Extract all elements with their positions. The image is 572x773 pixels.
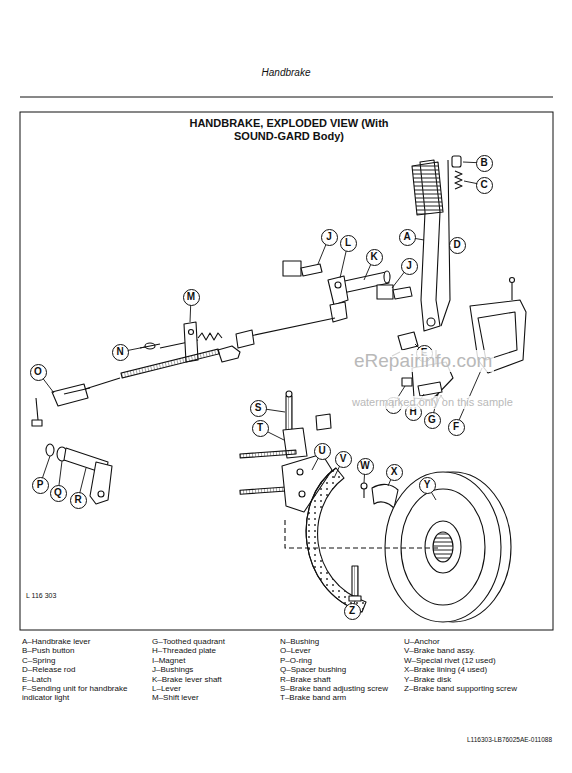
parts-list-entry: L–Lever [152,684,300,693]
callout-circle: B [476,155,493,172]
parts-list-entry: H–Threaded plate [152,646,300,655]
callout-letter: U [318,446,325,456]
watermark: eRepairinfo.com [352,350,494,372]
parts-list-entry: V–Brake band assy. [404,646,552,655]
callout-letter: Q [54,488,62,498]
parts-list-entry: I–Magnet [152,656,300,665]
callout-circle: P [32,477,49,494]
document-code: L116303-LB76025AE-011088 [400,736,552,744]
callout-circle: M [183,289,200,306]
parts-list-entry: C–Spring [22,656,144,665]
parts-list-entry: W–Special rivet (12 used) [404,656,552,665]
callout-circle: W [357,458,374,475]
callout-circle: S [250,400,267,417]
callout-circle: G [424,412,441,429]
callout-letter: M [187,292,195,302]
parts-list-entry: E–Latch [22,675,144,684]
parts-list-entry: G–Toothed quadrant [152,637,300,646]
callout-letter: F [453,422,459,432]
callout-letter: J [326,232,332,242]
callout-circle: X [386,464,403,481]
callout-letter: K [370,252,377,262]
callout-letter: C [480,180,487,190]
callout-letter: O [34,367,42,377]
callout-circle: Z [344,603,361,620]
callout-letter: N [116,347,123,357]
callout-circle: Q [50,485,67,502]
callout-letter: V [340,454,347,464]
callout-letter: X [391,467,398,477]
callout-letter: L [345,238,351,248]
callout-letter: W [360,461,369,471]
callout-circle: J [401,258,418,275]
callout-circle: V [335,451,352,468]
callout-letter: S [255,403,262,413]
handbrake-parts [32,156,526,622]
callout-circle: R [70,492,87,509]
callout-circle: L [340,235,357,252]
callout-circle: O [30,364,47,381]
page-header: Handbrake [186,67,386,79]
callout-letter: P [37,480,44,490]
callout-letter: D [453,240,460,250]
callout-letter: R [74,495,81,505]
parts-list-entry: A–Handbrake lever [22,637,144,646]
parts-list-entry: Y–Brake disk [404,675,552,684]
callout-letter: T [257,423,263,433]
callout-circle: Y [419,477,436,494]
parts-list-entry: M–Shift lever [152,693,300,702]
callout-circle: U [314,443,331,460]
diagram-title: HANDBRAKE, EXPLODED VIEW (With SOUND-GAR… [189,117,389,143]
callout-letter: Y [424,480,431,490]
figure-number: L 116 303 [26,592,56,600]
callout-circle: T [252,420,269,437]
leader-lines [38,162,484,611]
callout-letter: J [406,261,412,271]
page-frame [20,97,553,630]
callout-letter: G [428,415,436,425]
parts-list-entry: K–Brake lever shaft [152,675,300,684]
callout-circle: F [448,419,465,436]
callout-circle: N [112,344,129,361]
parts-list-entry: B–Push button [22,646,144,655]
parts-list-entry: X–Brake lining (4 used) [404,665,552,674]
callout-circle: A [399,229,416,246]
parts-list-entry: Z–Brake band supporting screw [404,684,552,693]
parts-list-entry: T–Brake band arm [280,693,428,702]
callout-letter: Z [349,606,355,616]
parts-list-entry: F–Sending unit for handbrake indicator l… [22,684,144,703]
callout-circle: C [476,177,493,194]
parts-list-entry: D–Release rod [22,665,144,674]
callout-circle: J [321,229,338,246]
callout-circle: D [449,237,466,254]
parts-list-entry: U–Anchor [404,637,552,646]
callout-circle: K [366,249,383,266]
watermark-note: watermarked only on this sample [350,396,515,409]
callout-letter: A [403,232,410,242]
callout-letter: B [480,158,487,168]
parts-list-entry: J–Bushings [152,665,300,674]
